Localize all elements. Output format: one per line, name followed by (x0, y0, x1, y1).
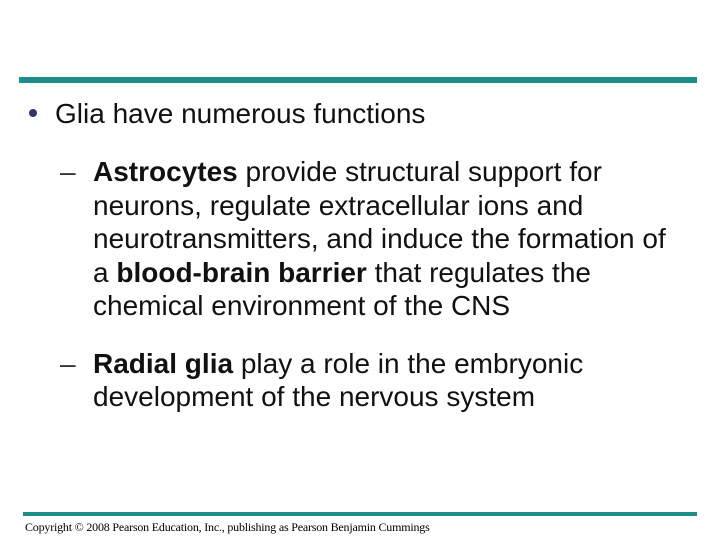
bullet-text: Astrocytes provide structural support fo… (93, 156, 666, 321)
list-item: –Astrocytes provide structural support f… (60, 155, 700, 323)
list-item: –Radial glia play a role in the embryoni… (60, 347, 700, 414)
title-bullet-row: Glia have numerous functions (0, 97, 700, 131)
bullet-list: –Astrocytes provide structural support f… (60, 155, 700, 438)
bottom-divider (23, 512, 697, 516)
slide-title: Glia have numerous functions (55, 98, 426, 129)
bullet-dot-icon (29, 109, 37, 117)
bullet-text: Radial glia play a role in the embryonic… (93, 347, 584, 413)
copyright-text: Copyright © 2008 Pearson Education, Inc.… (25, 520, 430, 534)
top-divider (19, 77, 697, 83)
dash-marker: – (60, 347, 76, 379)
dash-marker: – (60, 156, 76, 187)
